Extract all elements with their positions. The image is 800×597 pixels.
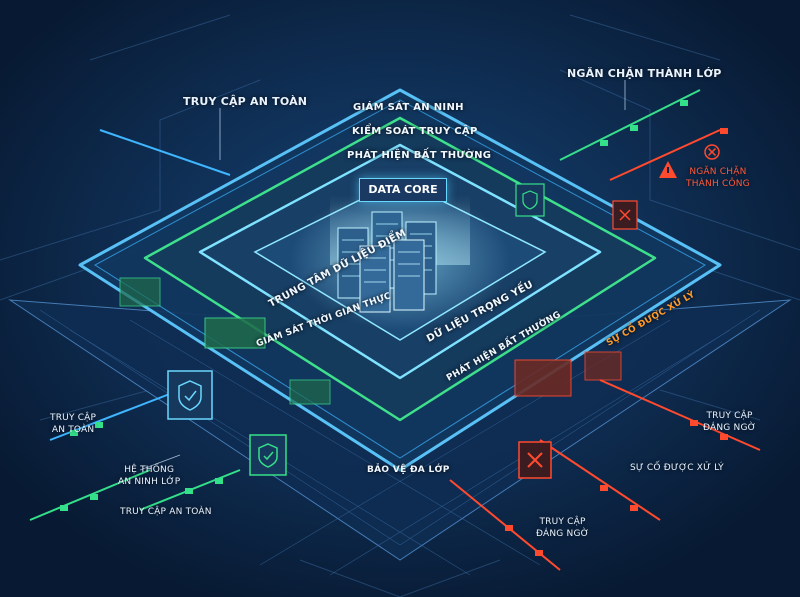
ring-label-inner-top: PHÁT HIỆN BẤT THƯỜNG bbox=[347, 150, 492, 161]
ring-label-outer-top: GIÁM SÁT AN NINH bbox=[353, 102, 464, 113]
callout-left-system: HỆ THỐNG AN NINH LỚP bbox=[118, 465, 181, 487]
ring-label-outer-bottom: BẢO VỆ ĐA LỚP bbox=[367, 465, 450, 475]
circuit-lines bbox=[0, 14, 800, 597]
callout-left-access: TRUY CẬP AN TOÀN bbox=[50, 413, 97, 435]
callout-right-success: NGĂN CHẶN THÀNH CÔNG bbox=[686, 167, 750, 189]
callout-top-right: NGĂN CHẶN THÀNH LỚP bbox=[567, 67, 722, 80]
core-title: DATA CORE bbox=[359, 178, 447, 202]
callout-left-bottom: TRUY CẬP AN TOÀN bbox=[120, 507, 212, 517]
callout-lines bbox=[139, 80, 626, 471]
firewall-wall-left bbox=[119, 277, 331, 405]
threat-traffic-flows bbox=[449, 128, 761, 571]
callout-right-threat: TRUY CẬP ĐÁNG NGỜ bbox=[703, 411, 757, 433]
server-rack-icon bbox=[337, 211, 437, 313]
callout-right-handled: SỰ CỐ ĐƯỢC XỬ LÝ bbox=[630, 463, 724, 473]
block-x-icon bbox=[518, 144, 720, 479]
shield-check-icon bbox=[167, 183, 545, 476]
callout-top-left: TRUY CẬP AN TOÀN bbox=[183, 95, 308, 108]
ring-label-middle-top: KIỂM SOÁT TRUY CẬP bbox=[352, 126, 478, 137]
callout-bottom-threat: TRUY CẬP ĐÁNG NGỜ bbox=[536, 517, 590, 539]
safe-traffic-flows bbox=[29, 89, 701, 521]
firewall-wall-right bbox=[514, 351, 622, 397]
warning-triangle-icon bbox=[659, 161, 677, 178]
